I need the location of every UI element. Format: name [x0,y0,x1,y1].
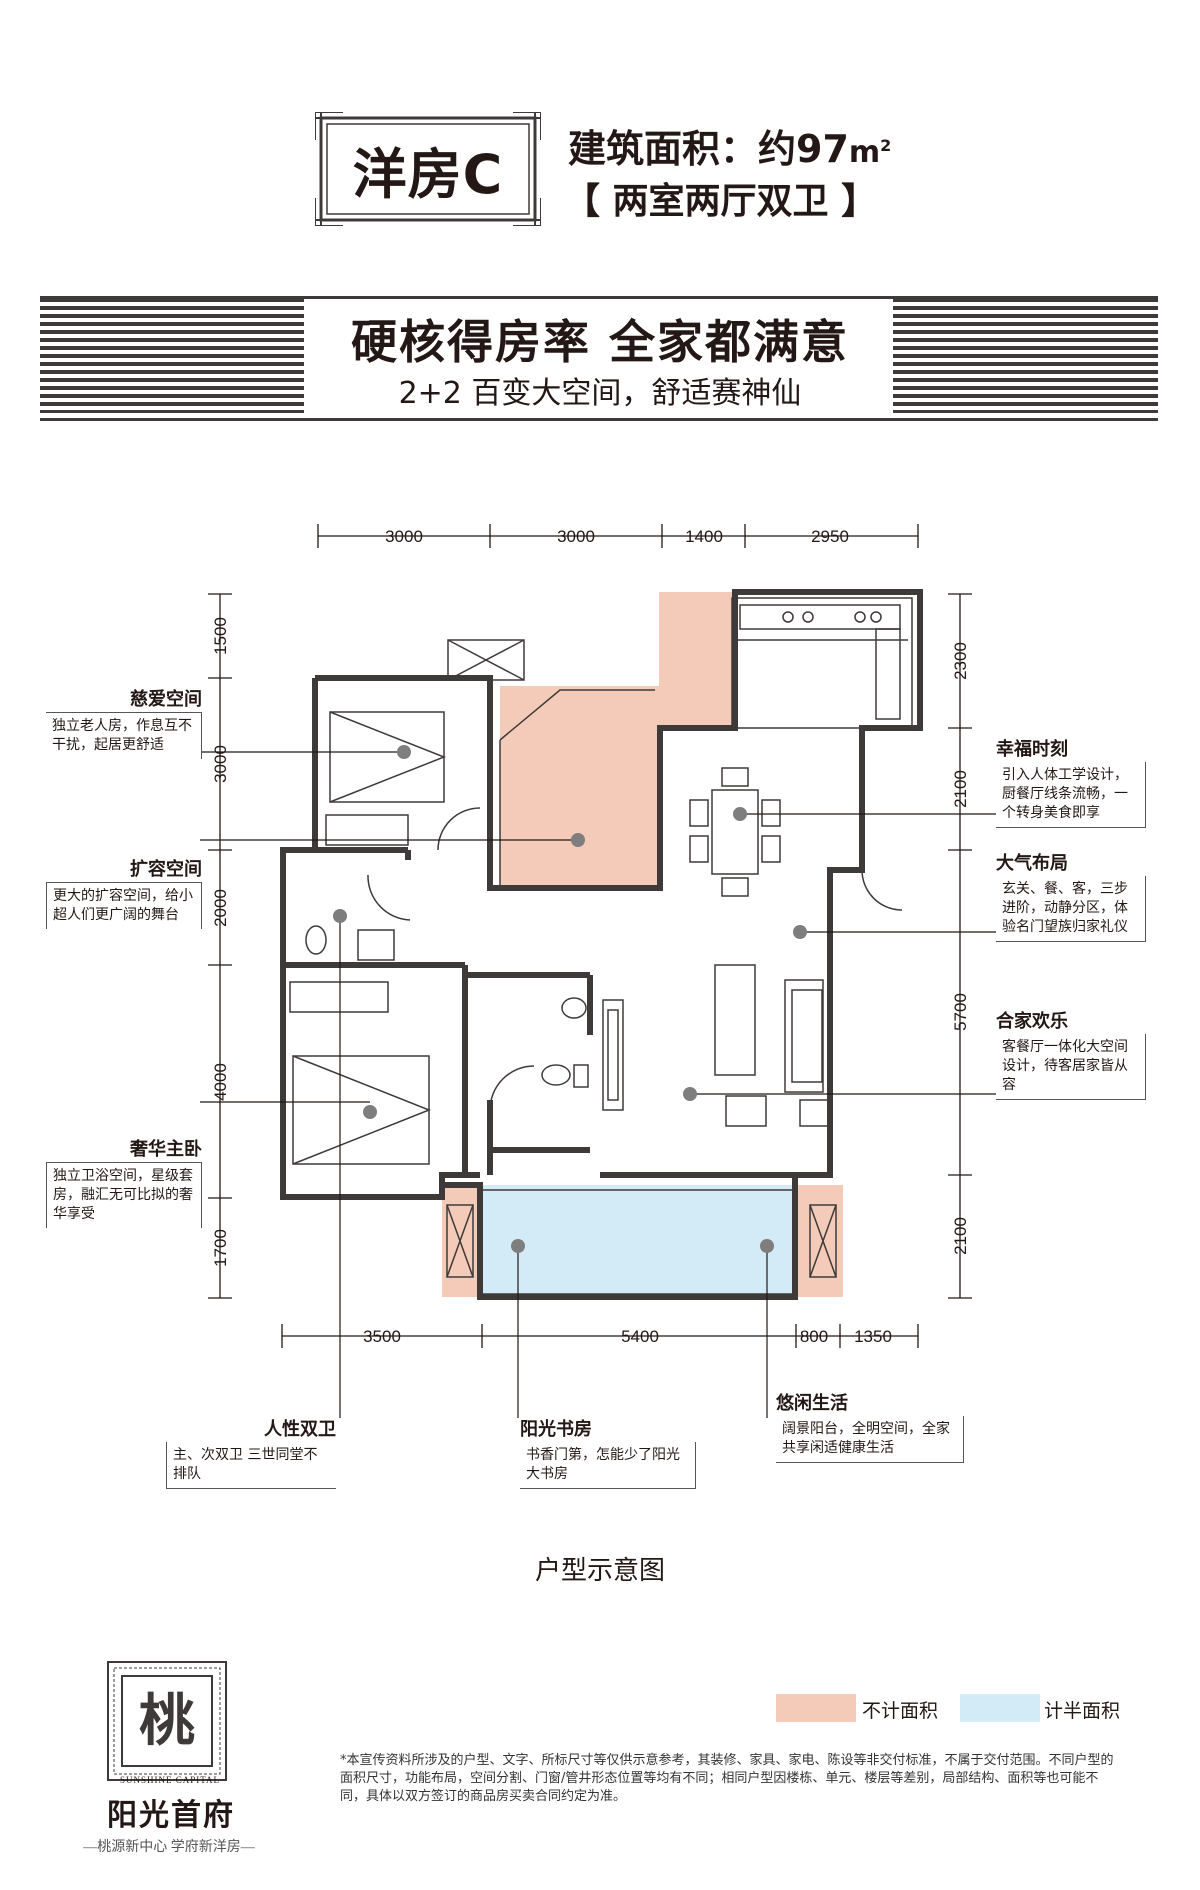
legend-swatch-excluded [776,1694,856,1722]
dim-right-2: 2100 [951,770,970,808]
callout-xingfu: 幸福时刻 引入人体工学设计，厨餐厅线条流畅，一个转身美食即享 [996,738,1146,828]
callout-hejia: 合家欢乐 客餐厅一体化大空间设计，待客居家皆从容 [996,1010,1146,1100]
brand-name: 阳光首府 [107,1798,235,1833]
legend-label-excluded: 不计面积 [862,1700,939,1722]
callout-shehua: 奢华主卧 独立卫浴空间，星级套房，融汇无可比拟的奢华享受 [46,1138,202,1228]
callout-youxian: 悠闲生活 阔景阳台，全明空间，全家共享闲适健康生活 [776,1392,964,1463]
callout-yangguang-title: 阳光书房 [520,1419,592,1440]
title-frame [315,112,541,226]
callout-ciai-text: 独立老人房，作息互不干扰，起居更舒适 [46,712,202,759]
callout-daqi: 大气布局 玄关、餐、客，三步进阶，动静分区，体验名门望族归家礼仪 [996,852,1146,942]
callout-hejia-text: 客餐厅一体化大空间设计，待客居家皆从容 [996,1034,1146,1100]
callout-daqi-title: 大气布局 [996,853,1068,874]
callout-xingfu-title: 幸福时刻 [996,739,1068,760]
callout-kuorong-text: 更大的扩容空间，给小超人们更广阔的舞台 [46,882,202,929]
half-area-sunroom [480,1185,795,1297]
dim-top-1: 3000 [385,527,423,546]
callout-ciai-title: 慈爱空间 [130,689,202,710]
banner-stripes-left [40,298,304,413]
brand-logo: 桃 [107,1661,227,1781]
logo-english: SUNSHINE CAPITAL [119,1775,221,1785]
dim-left-4: 4000 [211,1063,230,1101]
area-unit: m2 [848,135,892,170]
dim-right-3: 5700 [951,993,970,1031]
callout-yangguang: 阳光书房 书香门第，怎能少了阳光大书房 [520,1418,696,1489]
dim-top-4: 2950 [811,527,849,546]
dim-left-5: 1700 [211,1229,230,1267]
logo-glyph: 桃 [139,1689,195,1754]
dim-left-3: 2000 [211,889,230,927]
callout-kuorong: 扩容空间 更大的扩容空间，给小超人们更广阔的舞台 [46,858,202,929]
building-area: 建筑面积：约97m2 [568,118,891,173]
callout-kuorong-title: 扩容空间 [130,859,202,880]
excluded-area-ac-right [795,1185,843,1297]
area-label: 建筑面积：约97 [568,127,849,171]
dim-bottom-3: 800 [800,1327,828,1346]
dim-bottom-4: 1350 [854,1327,892,1346]
banner [40,296,1158,421]
callout-daqi-text: 玄关、餐、客，三步进阶，动静分区，体验名门望族归家礼仪 [996,876,1146,942]
dim-left-1: 1500 [211,617,230,655]
banner-headline: 硬核得房率 全家都满意 [350,315,849,369]
callout-youxian-text: 阔景阳台，全明空间，全家共享闲适健康生活 [776,1416,964,1463]
dim-right-4: 2100 [951,1217,970,1255]
legend-label-half: 计半面积 [1044,1700,1121,1722]
floor-plan: 3000 3000 1400 2950 3500 5400 800 1350 1… [200,524,1000,1418]
callout-xingfu-text: 引入人体工学设计，厨餐厅线条流畅，一个转身美食即享 [996,762,1146,828]
callout-hejia-title: 合家欢乐 [996,1011,1068,1032]
callout-yangguang-text: 书香门第，怎能少了阳光大书房 [520,1442,696,1489]
banner-stripes-right [893,298,1158,413]
callout-ciai: 慈爱空间 独立老人房，作息互不干扰，起居更舒适 [46,688,202,759]
dim-bottom-1: 3500 [363,1327,401,1346]
dim-bottom-2: 5400 [621,1327,659,1346]
dim-left-2: 3000 [211,745,230,783]
plan-caption: 户型示意图 [534,1556,665,1586]
excluded-area-bay-window [500,686,660,888]
callout-shehua-text: 独立卫浴空间，星级套房，融汇无可比拟的奢华享受 [46,1162,202,1228]
callout-renxing-title: 人性双卫 [264,1419,336,1440]
disclaimer: *本宣传资料所涉及的户型、文字、所标尺寸等仅供示意参考，其装修、家具、家电、陈设… [340,1753,1114,1804]
callout-shehua-title: 奢华主卧 [130,1139,202,1160]
legend-swatch-half [960,1694,1040,1722]
dim-top-2: 3000 [557,527,595,546]
brand-slogan: —桃源新中心 学府新洋房— [83,1840,255,1855]
callout-renxing-text: 主、次双卫 三世同堂不排队 [166,1442,336,1489]
layout-type: 【 两室两厅双卫 】 [564,181,878,222]
dim-right-1: 2300 [951,642,970,680]
banner-subline: 2+2 百变大空间，舒适赛神仙 [398,376,802,411]
callout-youxian-title: 悠闲生活 [776,1393,848,1414]
unit-type-title: 洋房C [352,142,504,206]
callout-renxing: 人性双卫 主、次双卫 三世同堂不排队 [166,1418,336,1489]
excluded-area-balcony-north [659,592,735,728]
dim-top-3: 1400 [685,527,723,546]
